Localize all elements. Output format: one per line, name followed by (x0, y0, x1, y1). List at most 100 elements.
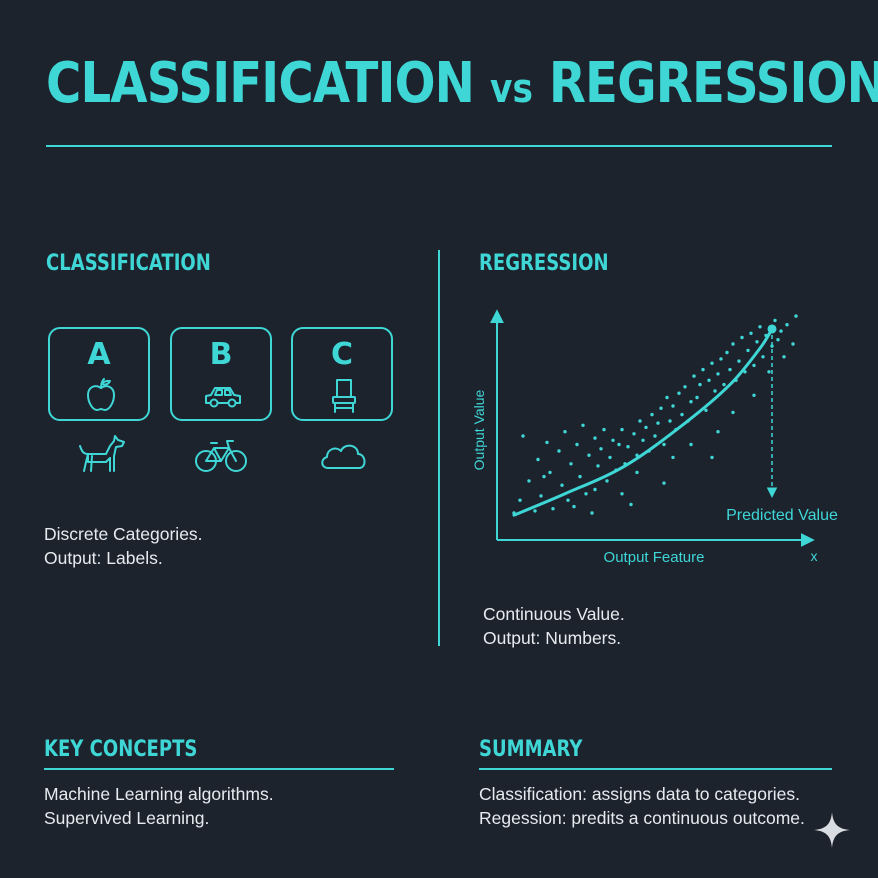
apple-icon (87, 378, 115, 411)
scatter-point (656, 421, 660, 425)
scatter-point (590, 511, 594, 515)
scatter-point (551, 507, 555, 511)
scatter-point (767, 370, 771, 374)
scatter-point (725, 350, 729, 355)
scatter-point (716, 430, 720, 434)
scatter-point (662, 442, 666, 447)
category-card-b: B (170, 327, 272, 421)
scatter-point (731, 342, 735, 346)
title-part1: CLASSIFICATION (46, 51, 475, 116)
scatter-point (539, 494, 543, 498)
regression-title: REGRESSION (479, 251, 609, 276)
predicted-point (767, 324, 777, 334)
scatter-point (608, 455, 612, 460)
scatter-point (665, 395, 669, 400)
sparkle-icon (814, 812, 850, 848)
scatter-point (581, 423, 585, 427)
scatter-point (776, 338, 780, 342)
scatter-point (773, 318, 777, 323)
scatter-point (710, 455, 714, 460)
chart-x-end-label: x (811, 548, 818, 564)
scatter-point (536, 457, 540, 462)
scatter-point (593, 436, 597, 440)
scatter-point (587, 453, 591, 457)
scatter-point (659, 406, 663, 410)
summary-underline (479, 768, 832, 770)
summary-title: SUMMARY (479, 737, 583, 762)
scatter-point (728, 367, 732, 372)
chart-y-label: Output Value (471, 389, 487, 470)
scatter-point (731, 410, 735, 415)
scatter-point (716, 372, 720, 376)
scatter-point (620, 427, 624, 432)
scatter-point (566, 498, 570, 502)
scatter-point (755, 340, 759, 344)
scatter-point (680, 412, 684, 417)
scatter-point (575, 442, 579, 447)
scatter-point (740, 335, 744, 340)
regression-desc-line1: Continuous Value. (483, 604, 625, 624)
scatter-point (626, 445, 630, 449)
scatter-point (593, 487, 597, 492)
title-underline (46, 145, 832, 147)
scatter-point (548, 470, 552, 475)
scatter-point (527, 479, 531, 483)
key-concepts-line1: Machine Learning algorithms. (44, 784, 274, 804)
dog-icon (79, 435, 125, 472)
scatter-point (692, 374, 696, 378)
chair-icon (332, 379, 356, 413)
scatter-point (668, 419, 672, 423)
scatter-point (698, 382, 702, 387)
scatter-point (677, 391, 681, 395)
chart-x-label: Output Feature (604, 549, 705, 566)
scatter-point (761, 355, 765, 359)
scatter-point (560, 483, 564, 487)
scatter-point (710, 361, 714, 365)
scatter-point (794, 314, 798, 318)
scatter-point (662, 481, 666, 485)
category-card-c: C (291, 327, 393, 421)
scatter-point (518, 498, 522, 502)
title-vs: vs (490, 66, 533, 112)
scatter-point (632, 432, 636, 436)
scatter-point (752, 363, 756, 368)
scatter-point (785, 323, 789, 327)
summary-line1: Classification: assigns data to categori… (479, 784, 800, 804)
scatter-point (752, 393, 756, 397)
scatter-point (617, 442, 621, 447)
regression-desc-line2: Output: Numbers. (483, 628, 622, 648)
scatter-point (782, 355, 786, 359)
scatter-point (707, 378, 711, 382)
predicted-value-label: Predicted Value (726, 507, 838, 524)
scatter-point (611, 438, 615, 442)
scatter-point (779, 329, 783, 333)
scatter-point (758, 325, 762, 329)
section-divider (438, 250, 440, 646)
scatter-point (722, 382, 726, 387)
scatter-point (746, 348, 750, 353)
scatter-point (602, 427, 606, 432)
regression-chart: Output Value Output Feature x Predicted … (471, 309, 838, 566)
scatter-point (557, 449, 561, 453)
scatter-point (596, 464, 600, 468)
scatter-point (629, 502, 633, 507)
cloud-icon (321, 444, 366, 469)
scatter-point (701, 367, 705, 372)
summary-line2: Regession: predits a continuous outcome. (479, 808, 805, 828)
scatter-point (719, 357, 723, 361)
scatter-point (689, 400, 693, 404)
scatter-point (749, 331, 753, 335)
key-concepts-line2: Supervived Learning. (44, 808, 210, 828)
category-card-a: A (48, 327, 150, 421)
trend-line (512, 327, 774, 517)
scatter-point (683, 385, 687, 389)
scatter-point (653, 434, 657, 438)
scatter-point (533, 509, 537, 513)
scatter-point (572, 504, 576, 509)
scatter-point (704, 408, 708, 412)
scatter-point (605, 479, 609, 483)
scatter-point (584, 492, 588, 496)
scatter-point (644, 425, 648, 430)
scatter-point (620, 492, 624, 496)
title-part2: REGRESSION (548, 51, 878, 116)
